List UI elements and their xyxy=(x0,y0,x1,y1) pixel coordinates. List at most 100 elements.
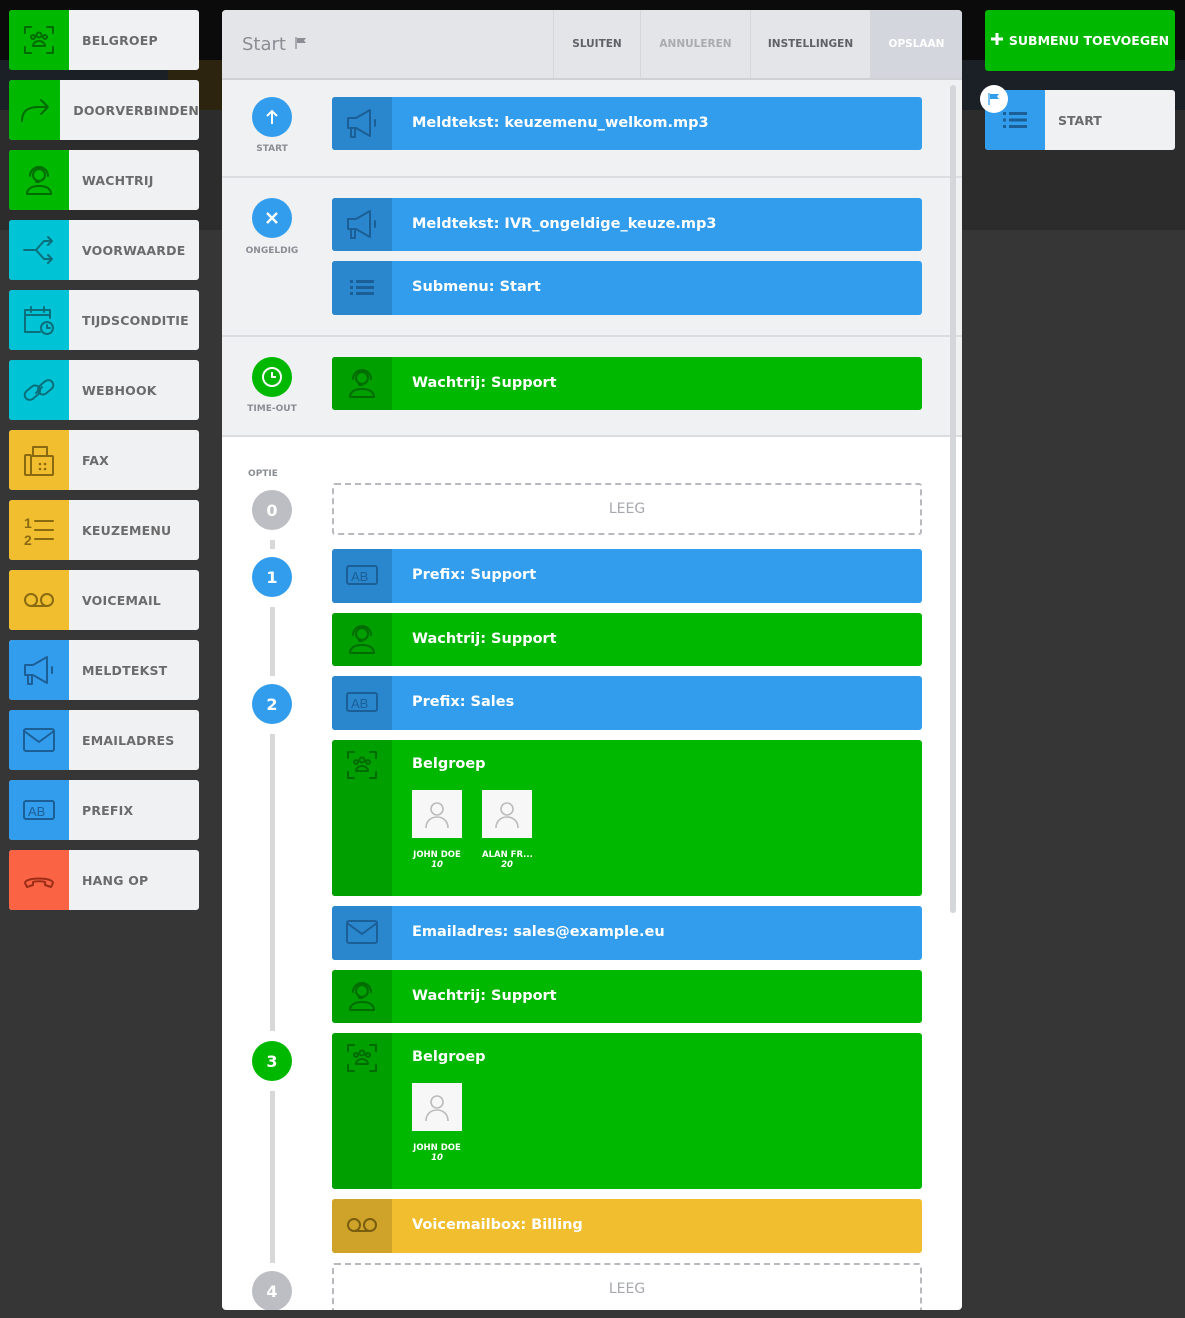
submenu-start[interactable]: START xyxy=(985,90,1175,150)
member-extension: 20 xyxy=(501,860,513,870)
ab-icon: AB xyxy=(9,780,69,840)
group-icon xyxy=(332,1033,392,1189)
card-title: Submenu: Start xyxy=(412,279,541,295)
sidebar-item-emailadres[interactable]: EMAILADRES xyxy=(9,710,199,770)
timeout-label: TIME-OUT xyxy=(247,404,297,414)
settings-button[interactable]: INSTELLINGEN xyxy=(750,10,870,78)
card-title: Belgroep xyxy=(412,756,486,772)
empty-slot-option-4[interactable]: LEEG xyxy=(332,1263,922,1310)
sidebar-item-prefix[interactable]: AB PREFIX xyxy=(9,780,199,840)
option-connector xyxy=(270,734,275,1031)
link-icon xyxy=(9,360,69,420)
action-card-voicemail[interactable]: Voicemailbox: Billing xyxy=(332,1199,922,1253)
svg-text:AB: AB xyxy=(351,569,368,584)
action-card-list[interactable]: Submenu: Start xyxy=(332,261,922,315)
sidebar-item-doorverbinden[interactable]: DOORVERBINDEN xyxy=(9,80,199,140)
sidebar-item-wachtrij[interactable]: WACHTRIJ xyxy=(9,150,199,210)
member-name: ALAN FR... xyxy=(482,850,533,860)
member-extension: 10 xyxy=(431,1153,443,1163)
sidebar-item-webhook[interactable]: WEBHOOK xyxy=(9,360,199,420)
empty-slot-option-0[interactable]: LEEG xyxy=(332,483,922,535)
action-card-envelope[interactable]: Emailadres: sales@example.eu xyxy=(332,906,922,960)
modal-title: Start xyxy=(242,34,308,55)
megaphone-icon xyxy=(332,198,392,251)
flag-icon xyxy=(294,34,308,55)
sidebar-item-voicemail[interactable]: VOICEMAIL xyxy=(9,570,199,630)
list-icon xyxy=(332,261,392,315)
sidebar-item-belgroep[interactable]: BELGROEP xyxy=(9,10,199,70)
sidebar-item-label: PREFIX xyxy=(82,802,134,818)
option-2-badge: 2 xyxy=(252,684,292,724)
member-name: JOHN DOE xyxy=(413,850,461,860)
voicemail-icon xyxy=(332,1199,392,1253)
sidebar-item-label: KEUZEMENU xyxy=(82,522,172,538)
headset-agent-icon xyxy=(9,150,69,210)
svg-text:AB: AB xyxy=(28,804,45,819)
invalid-label: ONGELDIG xyxy=(245,246,299,256)
action-card-megaphone[interactable]: Meldtekst: keuzemenu_welkom.mp3 xyxy=(332,97,922,150)
submenu-editor-modal: Start SLUITEN ANNULEREN INSTELLINGEN OPS… xyxy=(222,10,962,1310)
sidebar-item-tijdsconditie[interactable]: TIJDSCONDITIE xyxy=(9,290,199,350)
member-extension: 10 xyxy=(431,860,443,870)
headset-agent-icon xyxy=(332,357,392,410)
hangup-icon xyxy=(9,850,69,910)
forward-arrow-icon xyxy=(9,80,61,140)
action-card-ab[interactable]: AB Prefix: Sales xyxy=(332,676,922,730)
ab-icon: AB xyxy=(332,676,392,730)
save-button[interactable]: OPSLAAN xyxy=(870,10,962,78)
cancel-button[interactable]: ANNULEREN xyxy=(640,10,750,78)
sidebar-item-label: BELGROEP xyxy=(82,32,158,48)
action-card-headset-agent[interactable]: Wachtrij: Support xyxy=(332,970,922,1023)
member-name: JOHN DOE xyxy=(413,1143,461,1153)
card-title: Emailadres: sales@example.eu xyxy=(412,924,665,940)
add-submenu-button[interactable]: SUBMENU TOEVOEGEN xyxy=(985,10,1175,71)
action-card-headset-agent[interactable]: Wachtrij: Support xyxy=(332,613,922,666)
modal-header: Start SLUITEN ANNULEREN INSTELLINGEN OPS… xyxy=(222,10,962,80)
add-submenu-label: SUBMENU TOEVOEGEN xyxy=(1008,33,1170,48)
user-avatar-icon xyxy=(412,790,462,838)
megaphone-icon xyxy=(9,640,69,700)
submenu-start-label: START xyxy=(1058,112,1102,128)
headset-agent-icon xyxy=(332,613,392,666)
card-title: Meldtekst: IVR_ongeldige_keuze.mp3 xyxy=(412,216,717,232)
option-connector xyxy=(270,1091,275,1263)
card-title: Voicemailbox: Billing xyxy=(412,1217,583,1233)
envelope-icon xyxy=(332,906,392,960)
sidebar-item-label: FAX xyxy=(82,452,110,468)
option-3-badge: 3 xyxy=(252,1041,292,1081)
action-card-megaphone[interactable]: Meldtekst: IVR_ongeldige_keuze.mp3 xyxy=(332,198,922,251)
close-button[interactable]: SLUITEN xyxy=(553,10,640,78)
sidebar-item-voorwaarde[interactable]: VOORWAARDE xyxy=(9,220,199,280)
svg-text:AB: AB xyxy=(351,696,368,711)
user-avatar-icon xyxy=(412,1083,462,1131)
option-connector xyxy=(270,540,275,549)
sidebar-item-label: MELDTEKST xyxy=(82,662,168,678)
svg-text:1: 1 xyxy=(24,515,32,531)
headset-agent-icon xyxy=(332,970,392,1023)
card-title: Wachtrij: Support xyxy=(412,631,557,647)
clock-icon xyxy=(252,357,292,397)
action-card-headset-agent[interactable]: Wachtrij: Support xyxy=(332,357,922,410)
megaphone-icon xyxy=(332,97,392,150)
scrollbar[interactable] xyxy=(950,85,956,913)
sidebar-item-meldtekst[interactable]: MELDTEKST xyxy=(9,640,199,700)
envelope-icon xyxy=(9,710,69,770)
member[interactable]: ALAN FR...20 xyxy=(482,790,533,870)
sidebar-item-label: TIJDSCONDITIE xyxy=(82,312,189,328)
sidebar-item-fax[interactable]: FAX xyxy=(9,430,199,490)
start-flag-icon xyxy=(980,85,1008,113)
sidebar-item-label: WACHTRIJ xyxy=(82,172,154,188)
option-1-badge: 1 xyxy=(252,557,292,597)
sidebar-item-hang-op[interactable]: HANG OP xyxy=(9,850,199,910)
sidebar-item-label: VOORWAARDE xyxy=(82,242,186,258)
group-icon xyxy=(332,740,392,896)
card-title: Prefix: Sales xyxy=(412,694,515,710)
